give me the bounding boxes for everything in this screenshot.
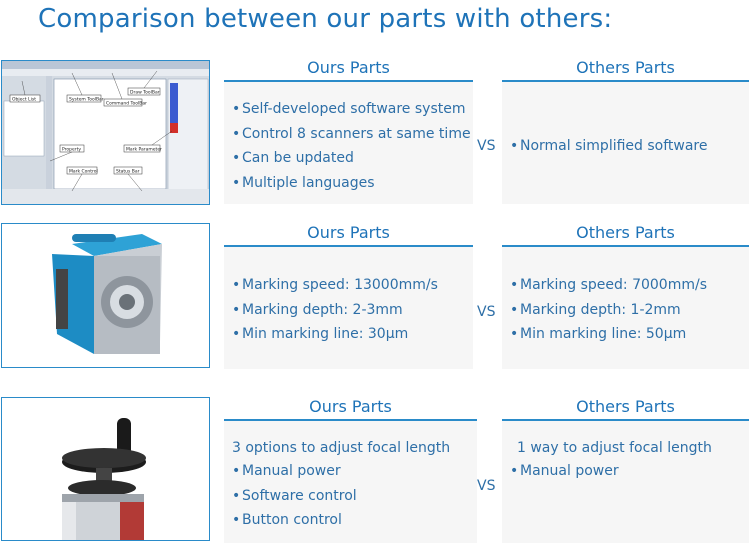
ours-panel-header: Ours Parts — [224, 58, 473, 82]
image-label: Draw ToolBar — [130, 90, 160, 96]
bullet-dot-icon: • — [232, 125, 241, 142]
others-features-list: •Normal simplified software — [510, 134, 707, 158]
bullet-dot-icon: • — [510, 463, 519, 479]
ours-options-list: •Manual power •Software control •Button … — [232, 459, 357, 533]
list-item: •Min marking line: 50μm — [510, 322, 707, 347]
image-label: System ToolBar — [69, 97, 104, 103]
bullet-dot-icon: • — [232, 301, 241, 318]
image-label: Property — [62, 147, 81, 153]
image-label: Mark Parameter — [126, 147, 162, 153]
ours-panel-1: Ours Parts •Self-developed software syst… — [224, 58, 473, 204]
list-item: •Manual power — [510, 459, 619, 484]
ours-panel-title: Ours Parts — [307, 58, 390, 77]
image-label: Status Bar — [116, 169, 140, 175]
list-item: •Self-developed software system — [232, 97, 471, 122]
vs-label: VS — [477, 138, 496, 154]
ours-panel-2: Ours Parts •Marking speed: 13000mm/s •Ma… — [224, 223, 473, 369]
image-label: Object List — [12, 97, 36, 103]
list-item: •Min marking line: 30μm — [232, 322, 438, 347]
ours-features-list: •Self-developed software system •Control… — [232, 97, 471, 195]
page-title: Comparison between our parts with others… — [38, 4, 613, 34]
bullet-dot-icon: • — [232, 326, 241, 342]
others-panel-1: Others Parts •Normal simplified software — [502, 58, 749, 204]
others-panel-3: Others Parts 1 way to adjust focal lengt… — [502, 397, 749, 543]
others-panel-header: Others Parts — [502, 223, 749, 247]
ours-lead-text: 3 options to adjust focal length — [232, 440, 451, 456]
others-lead-text: 1 way to adjust focal length — [517, 440, 712, 456]
others-panel-2: Others Parts •Marking speed: 7000mm/s •M… — [502, 223, 749, 369]
list-item: •Marking speed: 13000mm/s — [232, 273, 438, 298]
ours-panel-title: Ours Parts — [309, 397, 392, 416]
ours-specs-list: •Marking speed: 13000mm/s •Marking depth… — [232, 273, 438, 347]
bullet-dot-icon: • — [232, 150, 241, 166]
list-item: •Software control — [232, 484, 357, 509]
list-item: •Manual power — [232, 459, 357, 484]
focus-adjuster-image — [1, 397, 210, 541]
bullet-dot-icon: • — [510, 301, 519, 318]
ours-panel-header: Ours Parts — [224, 223, 473, 247]
bullet-dot-icon: • — [232, 174, 241, 191]
ours-panel-header: Ours Parts — [224, 397, 477, 421]
bullet-dot-icon: • — [232, 463, 241, 479]
others-panel-header: Others Parts — [502, 397, 749, 421]
vs-label: VS — [477, 304, 496, 320]
others-specs-list: •Marking speed: 7000mm/s •Marking depth:… — [510, 273, 707, 347]
image-label: Command ToolBar — [106, 101, 147, 107]
list-item: •Normal simplified software — [510, 134, 707, 158]
list-item: •Marking speed: 7000mm/s — [510, 273, 707, 298]
list-item: •Marking depth: 1-2mm — [510, 298, 707, 323]
bullet-dot-icon: • — [232, 101, 241, 117]
list-item: •Multiple languages — [232, 171, 471, 196]
software-screenshot-image: Object List System ToolBar Command ToolB… — [1, 60, 210, 205]
list-item: •Marking depth: 2-3mm — [232, 298, 438, 323]
image-label: Mark Control — [69, 169, 98, 175]
bullet-dot-icon: • — [232, 277, 241, 293]
bullet-dot-icon: • — [232, 487, 241, 504]
scanner-head-image — [1, 223, 210, 368]
bullet-dot-icon: • — [232, 512, 241, 528]
bullet-dot-icon: • — [510, 326, 519, 342]
list-item: •Can be updated — [232, 146, 471, 171]
ours-panel-title: Ours Parts — [307, 223, 390, 242]
list-item: •Button control — [232, 508, 357, 533]
others-panel-title: Others Parts — [576, 58, 675, 77]
list-item: •Control 8 scanners at same time — [232, 122, 471, 147]
others-panel-title: Others Parts — [576, 223, 675, 242]
vs-label: VS — [477, 478, 496, 494]
others-options-list: •Manual power — [510, 459, 619, 484]
ours-panel-3: Ours Parts 3 options to adjust focal len… — [224, 397, 477, 543]
bullet-dot-icon: • — [510, 277, 519, 293]
bullet-dot-icon: • — [510, 138, 519, 154]
others-panel-title: Others Parts — [576, 397, 675, 416]
others-panel-header: Others Parts — [502, 58, 749, 82]
